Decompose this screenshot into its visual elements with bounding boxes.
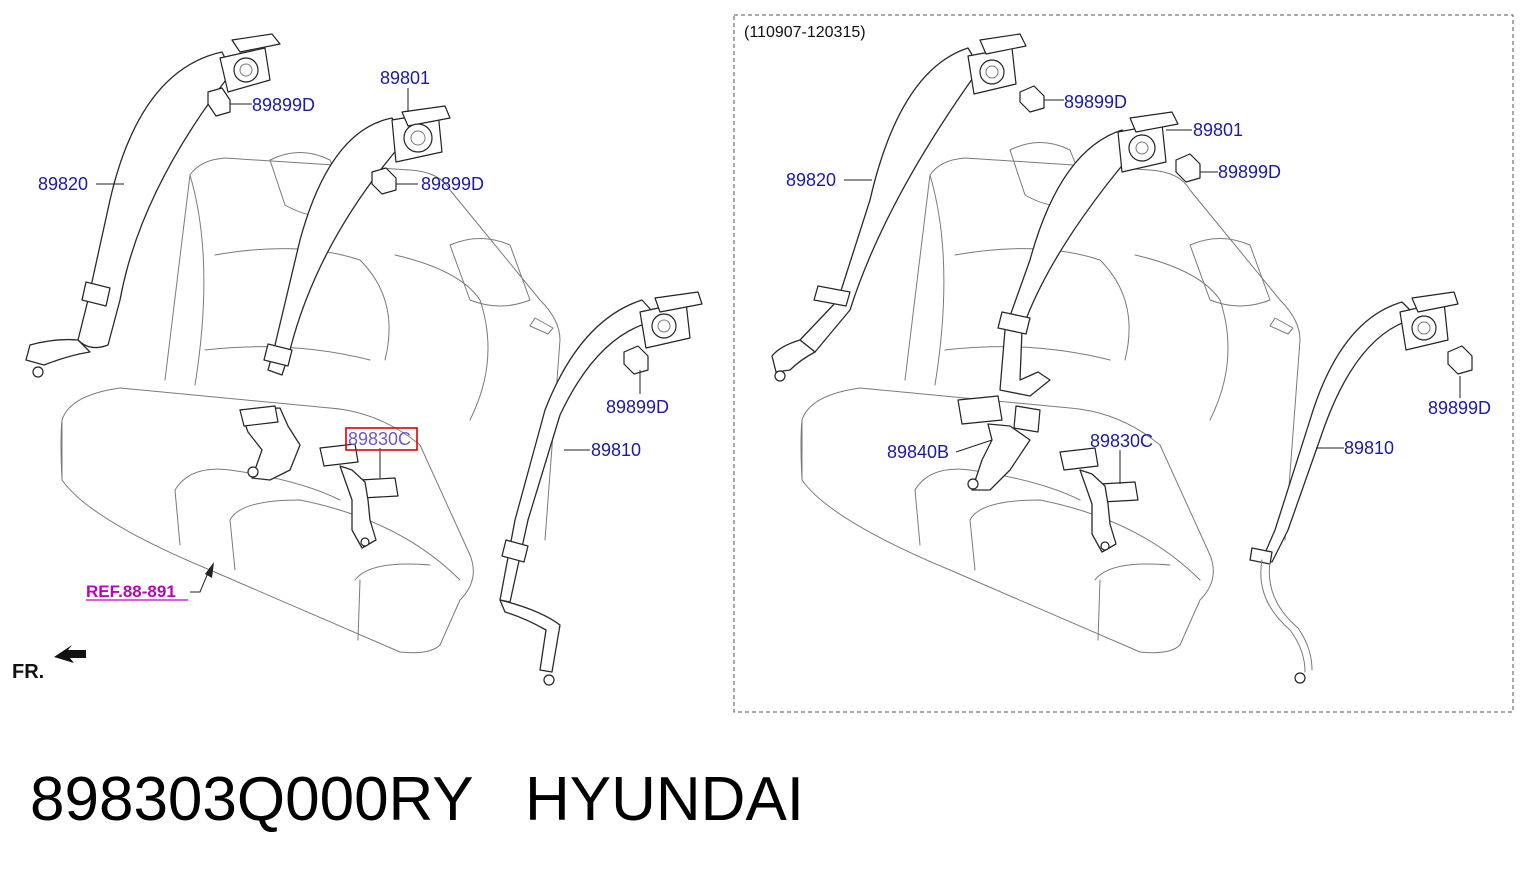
- front-direction-arrow-icon: [54, 645, 86, 663]
- left-label-89899D-c: 89899D: [606, 397, 669, 417]
- right-label-89899D-c: 89899D: [1428, 398, 1491, 418]
- left-label-89830C[interactable]: 89830C: [348, 429, 411, 449]
- direction-label: FR.: [12, 661, 44, 683]
- right-label-89899D-a: 89899D: [1064, 92, 1127, 112]
- right-label-89899D-b: 89899D: [1218, 162, 1281, 182]
- part-number-caption: 898303Q000RY: [30, 765, 474, 834]
- left-label-89899D-b: 89899D: [421, 174, 484, 194]
- left-seat-assembly: [60, 152, 561, 654]
- left-label-89810: 89810: [591, 440, 641, 460]
- left-belt-89820: [25, 33, 281, 378]
- right-belt-89810: [1249, 291, 1473, 684]
- right-label-89840B: 89840B: [887, 442, 949, 462]
- right-label-89801: 89801: [1193, 120, 1243, 140]
- right-belt-89820: [771, 33, 1045, 382]
- right-buckle-89830C: [1059, 447, 1139, 553]
- right-buckle-89840B: [957, 395, 1041, 491]
- left-belt-89801: [239, 105, 451, 481]
- date-range-note: (110907-120315): [744, 24, 866, 41]
- right-label-89830C: 89830C: [1090, 431, 1153, 451]
- ref-label[interactable]: REF.88-891: [86, 582, 176, 601]
- right-belt-89801: [997, 111, 1201, 397]
- right-panel-frame: [733, 14, 1514, 713]
- right-label-89810: 89810: [1344, 438, 1394, 458]
- right-label-89820: 89820: [786, 170, 836, 190]
- brand-caption: HYUNDAI: [525, 765, 804, 834]
- left-label-89801: 89801: [380, 68, 430, 88]
- left-label-89820: 89820: [38, 174, 88, 194]
- right-seat-assembly: [800, 142, 1301, 654]
- left-belt-89810: [499, 291, 703, 686]
- highlight-box: [345, 427, 418, 451]
- left-label-89899D-a: 89899D: [252, 95, 315, 115]
